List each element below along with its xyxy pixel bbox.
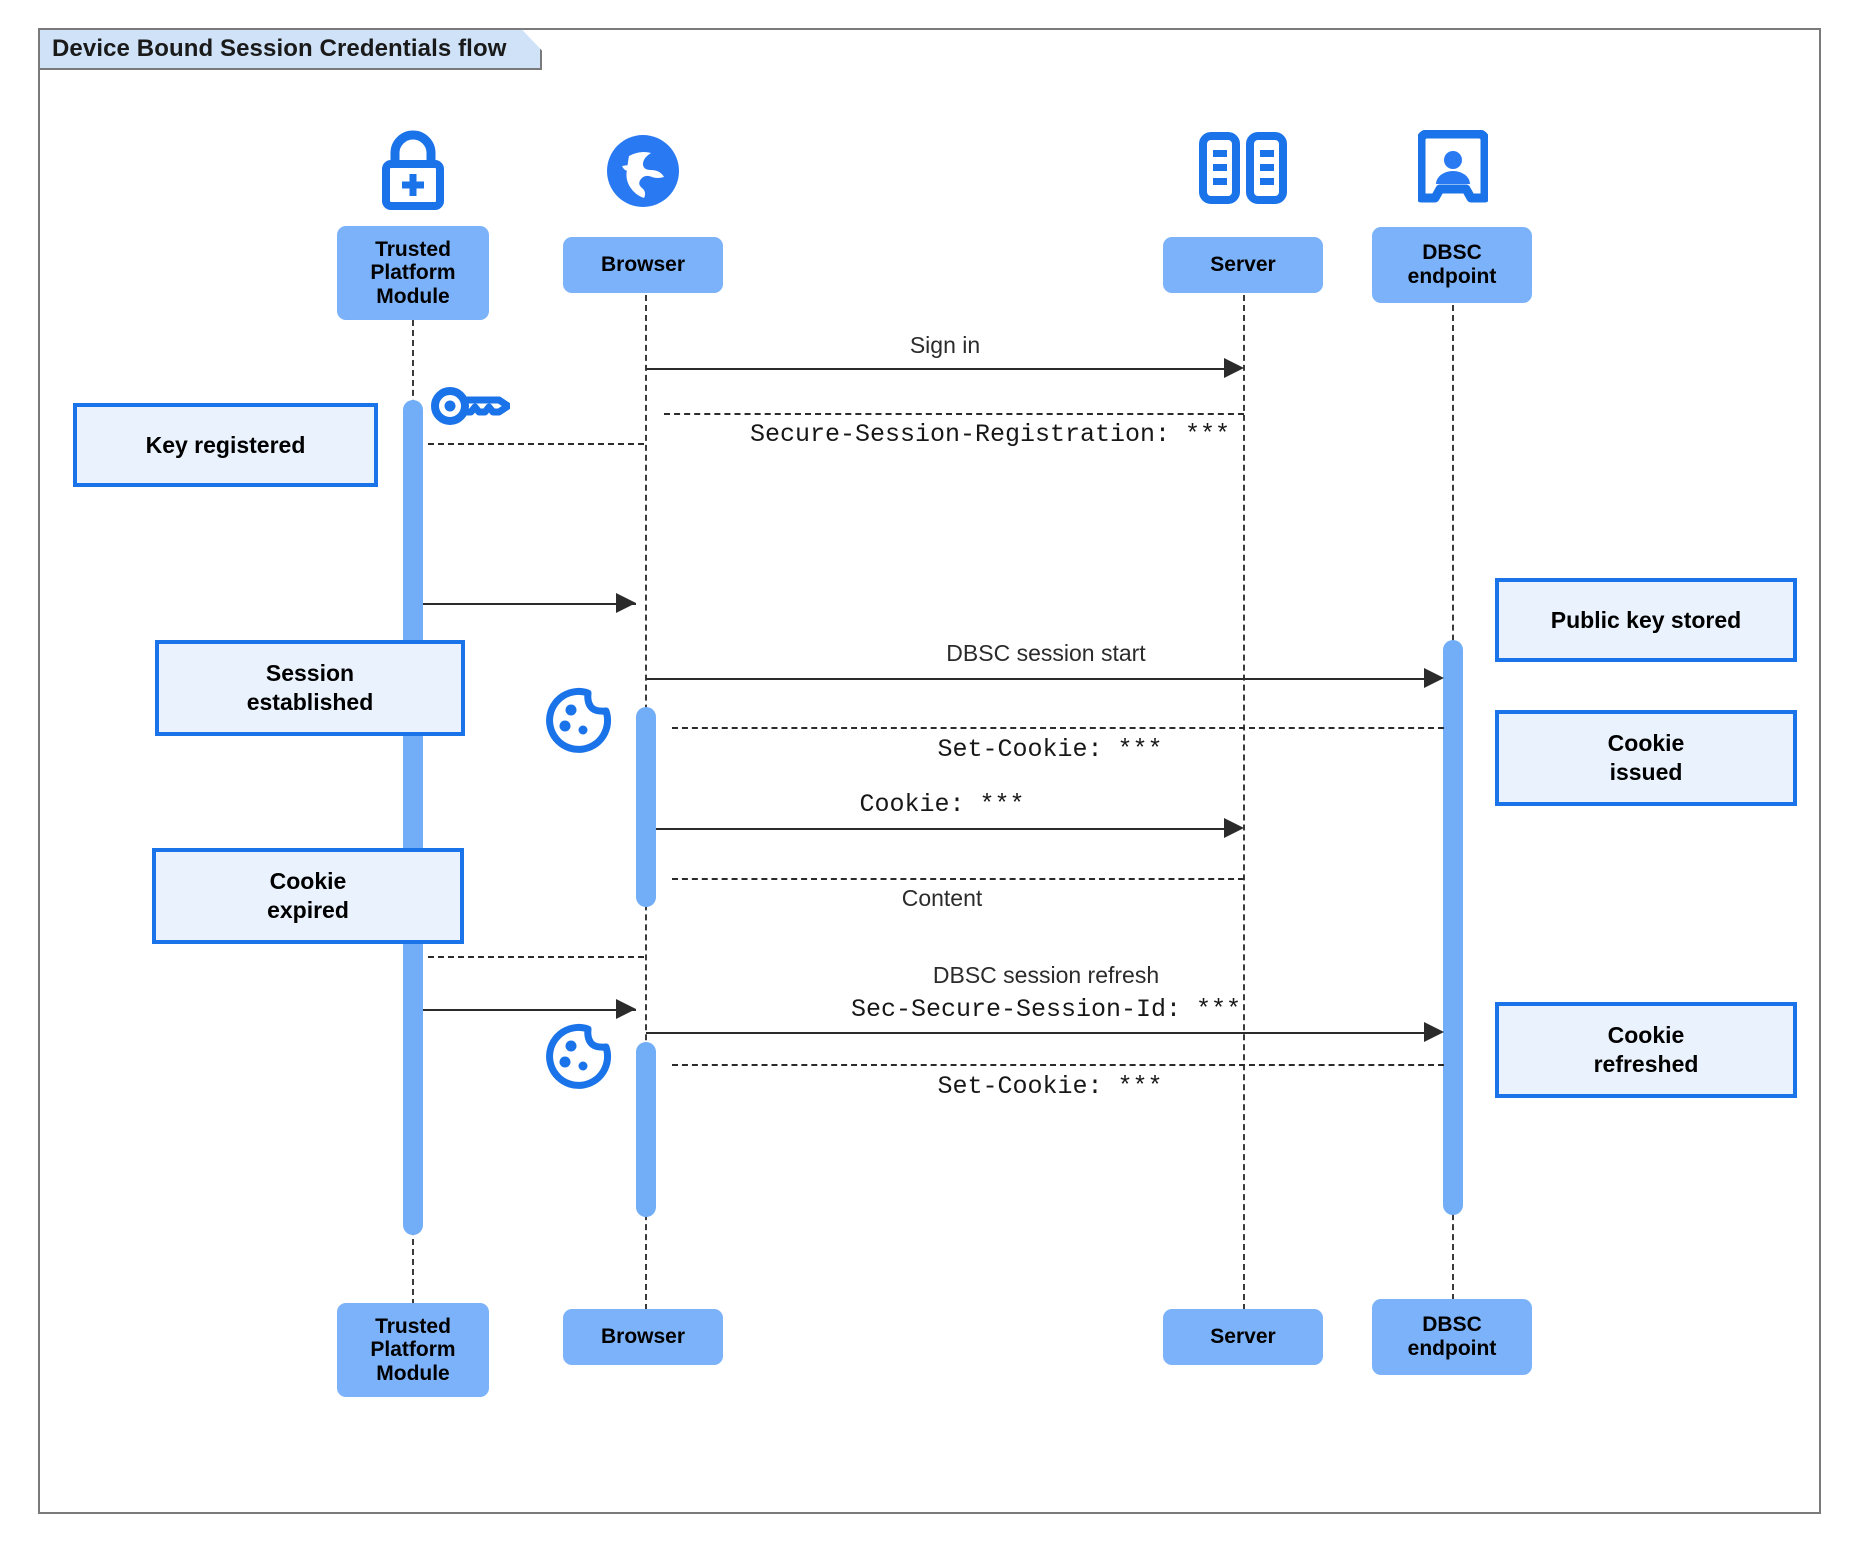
- msg-line-dbsc-session-refresh: [646, 1032, 1424, 1034]
- participant-head-server[interactable]: Server: [1163, 237, 1323, 293]
- note-session-established: Session established: [155, 640, 465, 736]
- participant-label-dbsc-foot: DBSC endpoint: [1407, 1313, 1497, 1360]
- msg-arrow-tpm-to-browser-refresh: [616, 999, 636, 1019]
- participant-label-dbsc: DBSC endpoint: [1407, 241, 1497, 288]
- msg-label-dbsc-session-start: DBSC session start: [946, 640, 1146, 666]
- msg-line-tpm-to-browser-refresh: [423, 1009, 636, 1011]
- note-text: Cookie issued: [1607, 730, 1685, 785]
- globe-icon: [604, 132, 682, 210]
- note-text: Key registered: [145, 431, 306, 458]
- frame-title: Device Bound Session Credentials flow: [52, 35, 507, 62]
- note-cookie-issued: Cookie issued: [1495, 710, 1797, 806]
- activation-dbsc: [1443, 640, 1463, 1215]
- msg-line-browser-to-tpm-register: [428, 443, 644, 445]
- frame-title-tab: Device Bound Session Credentials flow: [38, 28, 542, 70]
- id-badge-icon: [1416, 129, 1490, 208]
- cookie-icon: [545, 1022, 613, 1090]
- msg-arrow-dbsc-session-start: [1424, 668, 1444, 688]
- msg-line-secure-session-registration: [664, 413, 1244, 415]
- note-text: Session established: [246, 660, 374, 715]
- note-text: Public key stored: [1550, 606, 1742, 633]
- note-cookie-refreshed: Cookie refreshed: [1495, 1002, 1797, 1098]
- msg-line-browser-to-tpm-refresh: [428, 956, 644, 958]
- msg-label-sec-secure-session-id: Sec-Secure-Session-Id: ***: [850, 995, 1242, 1024]
- participant-foot-tpm[interactable]: Trusted Platform Module: [337, 1303, 489, 1397]
- msg-line-dbsc-session-start: [646, 678, 1424, 680]
- msg-arrow-cookie-1: [1224, 818, 1244, 838]
- participant-label-server: Server: [1210, 253, 1276, 277]
- key-icon: [428, 382, 512, 430]
- note-cookie-expired: Cookie expired: [152, 848, 464, 944]
- padlock-plus-icon: [370, 128, 456, 210]
- participant-label-browser: Browser: [600, 253, 686, 277]
- msg-label-content: Content: [901, 885, 983, 911]
- participant-foot-browser[interactable]: Browser: [563, 1309, 723, 1365]
- msg-line-set-cookie-1: [672, 727, 1444, 729]
- participant-label-tpm: Trusted Platform Module: [370, 237, 456, 308]
- note-public-key-stored: Public key stored: [1495, 578, 1797, 662]
- msg-label-dbsc-session-refresh: DBSC session refresh: [932, 962, 1160, 988]
- msg-label-cookie-1: Cookie: ***: [859, 790, 1025, 819]
- participant-foot-server[interactable]: Server: [1163, 1309, 1323, 1365]
- participant-head-browser[interactable]: Browser: [563, 237, 723, 293]
- msg-line-tpm-to-browser-key: [423, 603, 636, 605]
- msg-label-sign-in: Sign in: [909, 332, 981, 358]
- msg-line-set-cookie-2: [672, 1064, 1444, 1066]
- lifeline-server: [1243, 255, 1245, 1310]
- cookie-icon: [545, 686, 613, 754]
- participant-label-server-foot: Server: [1210, 1325, 1276, 1349]
- msg-line-sign-in: [646, 368, 1224, 370]
- server-racks-icon: [1199, 132, 1287, 204]
- participant-head-tpm[interactable]: Trusted Platform Module: [337, 226, 489, 320]
- participant-label-browser-foot: Browser: [600, 1325, 686, 1349]
- msg-label-set-cookie-2: Set-Cookie: ***: [937, 1072, 1163, 1101]
- activation-browser-1: [636, 707, 656, 907]
- msg-arrow-tpm-to-browser-key: [616, 593, 636, 613]
- activation-browser-2: [636, 1042, 656, 1217]
- msg-arrow-browser-to-tpm-refresh: [412, 956, 432, 978]
- msg-line-content: [672, 878, 1244, 880]
- participant-foot-dbsc[interactable]: DBSC endpoint: [1372, 1299, 1532, 1375]
- note-text: Cookie expired: [267, 868, 349, 923]
- msg-line-cookie-1: [656, 828, 1224, 830]
- activation-tpm: [403, 400, 423, 1235]
- msg-arrow-browser-to-tpm-register: [412, 443, 432, 465]
- note-text: Cookie refreshed: [1593, 1022, 1699, 1077]
- msg-arrow-dbsc-session-refresh: [1424, 1022, 1444, 1042]
- msg-label-secure-session-registration: Secure-Session-Registration: ***: [749, 420, 1231, 449]
- participant-head-dbsc[interactable]: DBSC endpoint: [1372, 227, 1532, 303]
- participant-label-tpm-foot: Trusted Platform Module: [370, 1314, 456, 1385]
- msg-arrow-sign-in: [1224, 358, 1244, 378]
- msg-label-set-cookie-1: Set-Cookie: ***: [937, 735, 1163, 764]
- note-key-registered: Key registered: [73, 403, 378, 487]
